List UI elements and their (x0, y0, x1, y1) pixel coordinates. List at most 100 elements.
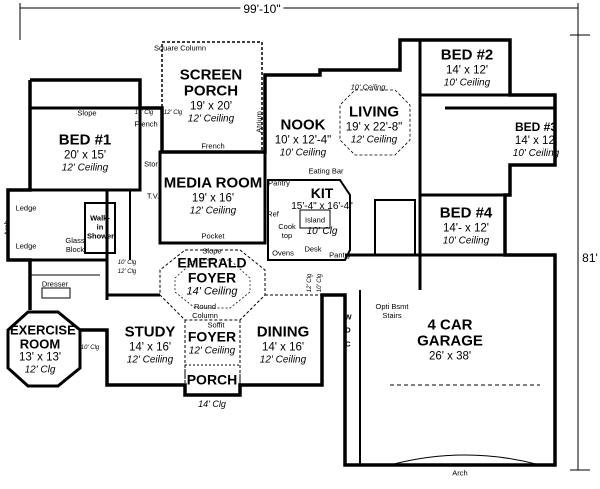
note-ledge: Ledge (15, 203, 37, 213)
room-porch: PORCH (186, 371, 238, 388)
note-basement-stairs: Opti Bsmt Stairs (375, 302, 409, 320)
room-size: 19' x 16' (191, 192, 235, 205)
room-ceiling: 10' Ceiling (443, 77, 491, 89)
note-pantry: Pantry (329, 250, 351, 260)
room-size: 10' x 12'-4" (274, 134, 332, 147)
note-round-column: Round Column (192, 302, 218, 320)
room-size: 26' x 38' (428, 350, 472, 363)
note-desk: Desk (304, 244, 322, 254)
note-ceiling: 12' Clg (307, 273, 313, 293)
room-name: BED #4 (439, 204, 493, 222)
note-pocket-door: Pocket (201, 231, 225, 241)
note-ceiling: 10' Clg (317, 273, 323, 293)
room-name: LIVING (348, 103, 400, 121)
closet: C (345, 339, 351, 349)
note-ledge: Ledge (15, 241, 37, 251)
room-size: 13' x 13' (18, 351, 62, 364)
note-pantry: Pantry (268, 178, 290, 188)
room-name: BED #2 (440, 46, 494, 64)
room-name: BED #1 (58, 131, 112, 149)
note-island: Island (304, 215, 326, 225)
room-ceiling: 10' Ceiling (442, 235, 490, 247)
note-slope: Slope (77, 108, 97, 118)
room-ceiling: 12' Ceiling (61, 162, 109, 174)
room-name: MEDIA ROOM (163, 174, 263, 192)
note-storage: Stor (144, 159, 158, 169)
note-french-door: French (201, 141, 225, 151)
note-ceiling: 12' Clg (117, 269, 137, 275)
room-size: 20' x 15' (63, 149, 107, 162)
room-ceiling: 12' Ceiling (189, 205, 237, 217)
room-size: 14' x 16' (261, 341, 305, 354)
porch-outline (184, 364, 241, 396)
depth-dimension: 81' (579, 251, 600, 265)
note-ceiling: 12' Clg (163, 110, 183, 116)
room-ceiling: 10' Ceiling (279, 147, 327, 159)
room-size: 14' x 12' (514, 134, 558, 147)
note-slope: Slope (202, 246, 222, 256)
dryer: D (345, 325, 351, 335)
room-ceiling: 12' Ceiling (187, 113, 235, 125)
note-square-column: Square Column (153, 43, 207, 53)
room-ceiling: 14' Ceiling (186, 285, 238, 298)
note-ceiling: 10' Ceiling (350, 82, 386, 92)
note-ceiling: 10' Clg (117, 260, 137, 266)
note-arch: Arch (2, 220, 12, 236)
room-name: NOOK (280, 116, 326, 134)
room-name: STUDY (124, 323, 176, 341)
room-name: BED #3 (514, 119, 558, 134)
room-ceiling: 12' Ceiling (188, 345, 236, 357)
room-size: 14' x 16' (128, 341, 172, 354)
room-name: DINING (256, 323, 310, 341)
note-cooktop: Cook top (278, 222, 296, 240)
note-glass-block: Glass Block (65, 236, 85, 254)
room-name: SCREEN PORCH (179, 66, 243, 100)
note-eating-bar: Eating Bar (308, 166, 344, 176)
room-ceiling: 12' Clg (24, 364, 56, 376)
note-walkin-shower: Walk-in Shower (87, 213, 115, 241)
room-size: 14' x 12' (445, 64, 489, 77)
room-size: 15'-4" x 16'-4" (291, 200, 353, 212)
room-name: KIT (310, 185, 334, 202)
note-refrigerator: Ref (267, 209, 279, 219)
note-atrium: Atrium (254, 111, 264, 133)
room-name: FOYER (187, 328, 237, 345)
room-size: 19' x 22'-8" (345, 121, 403, 134)
room-name: EXERCISE ROOM (10, 322, 76, 352)
room-size: 19' x 20' (189, 99, 233, 112)
note-ceiling: 10' Clg (134, 110, 154, 116)
note-arch: Arch (452, 468, 468, 478)
note-ceiling: 10' Clg (80, 345, 100, 351)
room-name: EMERALD FOYER (177, 254, 247, 286)
note-ovens: Ovens (272, 248, 294, 258)
note-soffit: Soffit (207, 320, 225, 330)
washer: W (344, 312, 352, 322)
width-dimension: 99'-10" (240, 2, 284, 16)
note-tv: T.V. (146, 191, 160, 201)
room-ceiling: 12' Ceiling (259, 354, 307, 366)
room-ceiling: 10' Clg (306, 226, 338, 238)
room-ceiling: 10' Ceiling (512, 147, 560, 159)
room-size: 14'- x 12' (443, 222, 489, 235)
note-dresser: Dresser (41, 279, 69, 289)
porch-ceiling: 14' Clg (198, 399, 226, 409)
room-name: PORCH (186, 371, 238, 388)
exercise-room-outline (6, 310, 82, 388)
room-ceiling: 12' Ceiling (350, 134, 398, 146)
note-french-door: French (134, 119, 158, 129)
